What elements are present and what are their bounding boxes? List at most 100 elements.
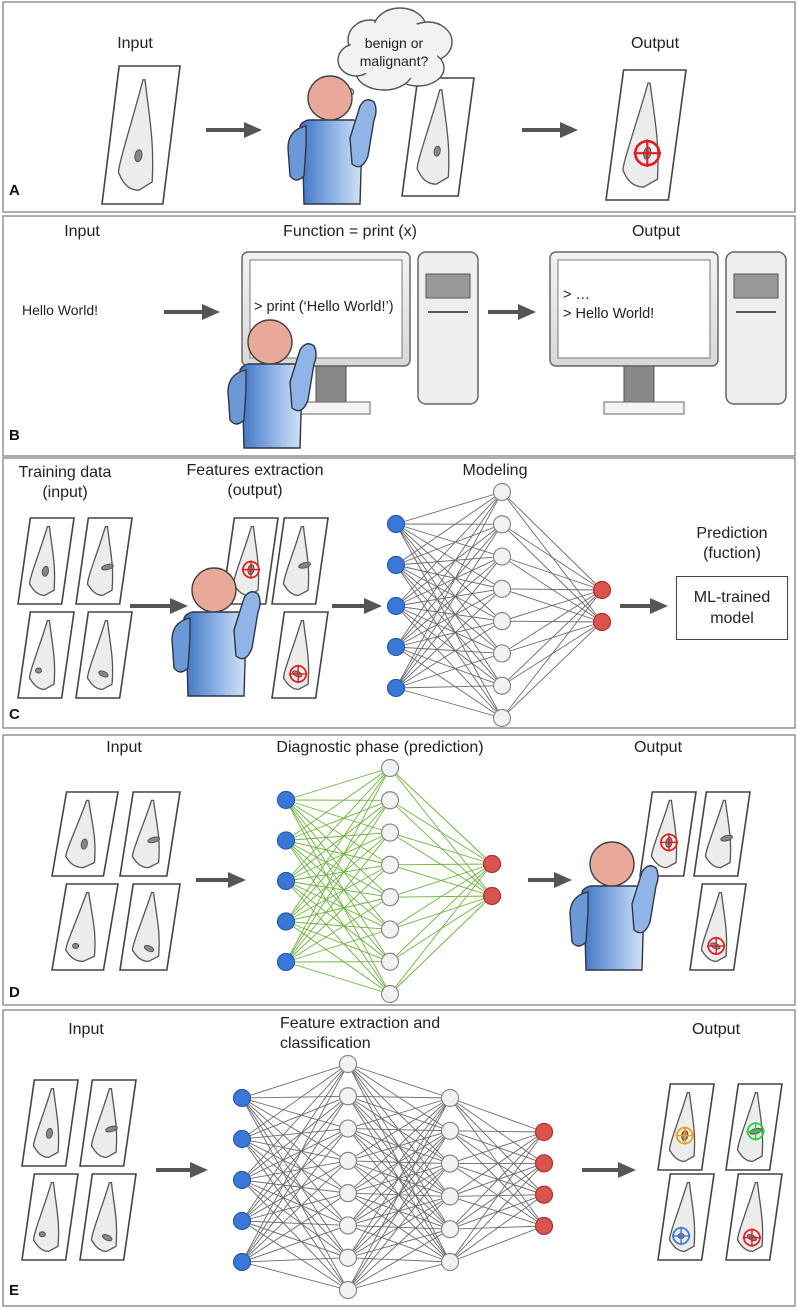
panel-b-output-label: Output (631, 223, 681, 240)
network-node (592, 612, 612, 632)
person-head (247, 319, 293, 365)
network-node (338, 1184, 358, 1203)
thought-text-line2: malignant? (359, 53, 429, 69)
panel-b-letter: B (9, 427, 20, 444)
network-node (232, 1088, 252, 1108)
lesion (105, 1125, 118, 1133)
arrow (130, 598, 188, 614)
network-node (534, 1185, 554, 1204)
modeling-label: Modeling (462, 462, 528, 479)
mammogram-card (21, 1079, 79, 1167)
network-node (592, 580, 612, 600)
network-node (380, 888, 400, 907)
person-figure (287, 75, 377, 205)
network-node (482, 854, 502, 874)
network-diagnostic-nodes (276, 758, 502, 1004)
network-node (492, 547, 512, 566)
network-node (338, 1054, 358, 1074)
network-node (380, 791, 400, 810)
mammogram-card (693, 791, 751, 877)
arrow (332, 598, 382, 614)
panel-b-function-label: Function = print (x) (283, 223, 417, 240)
network-node (338, 1216, 358, 1235)
network-node (440, 1220, 460, 1239)
mammogram-card (725, 1083, 783, 1171)
network-node (276, 871, 296, 891)
lesion (45, 1127, 53, 1139)
panel-a-input-label: Input (117, 35, 153, 52)
person-figure (227, 319, 317, 449)
network-node (386, 678, 406, 698)
lesion (433, 145, 441, 157)
mammogram-card (271, 611, 329, 699)
network-node (276, 912, 296, 931)
network-node (492, 612, 512, 631)
mammogram-card (101, 65, 181, 205)
network-node (534, 1216, 554, 1236)
mammogram-card (119, 883, 181, 971)
network-node (232, 1211, 252, 1231)
screen-code-print: > print (‘Hello World!’) (254, 299, 394, 315)
feature-classification-label-line1: Feature extraction and (280, 1015, 441, 1032)
network-node (440, 1121, 460, 1140)
arrow (488, 304, 536, 320)
network-node (338, 1248, 358, 1267)
network-node (232, 1129, 252, 1149)
lesion (38, 1231, 46, 1238)
panel-c-letter: C (9, 706, 20, 723)
mammogram-card (657, 1173, 715, 1261)
panel-d-letter: D (9, 984, 20, 1001)
network-node (386, 514, 406, 534)
network-node (276, 831, 296, 850)
panel-d-output-label: Output (633, 739, 683, 756)
network-node (386, 637, 406, 657)
panel-c-frame (2, 457, 796, 729)
mammogram-card (51, 791, 119, 877)
prediction-label-line1: Prediction (696, 525, 768, 542)
panel-e-output-label: Output (691, 1021, 741, 1038)
mammogram-card (51, 883, 119, 971)
network-node (276, 790, 296, 810)
network-node (232, 1252, 252, 1272)
lesion (35, 667, 43, 674)
panel-b-input-label: Input (64, 223, 100, 240)
mammogram-card (79, 1173, 137, 1261)
arrow (522, 122, 578, 138)
network-node (380, 952, 400, 971)
mammogram-card (119, 791, 181, 877)
arrow (620, 598, 668, 614)
panel-e-input-label: Input (68, 1021, 104, 1038)
network-modeling-edges (395, 491, 603, 719)
person-figure (171, 567, 261, 697)
network-node (276, 952, 296, 972)
network-node (338, 1119, 358, 1138)
mammogram-card (605, 69, 687, 201)
panel-a-output-label: Output (630, 35, 680, 52)
training-data-label-line1: Training data (18, 464, 112, 481)
panel-e-letter: E (9, 1282, 20, 1299)
mammogram-card (17, 611, 75, 699)
network-node (380, 920, 400, 939)
person-head (307, 75, 353, 121)
lesion (298, 561, 311, 569)
panel-d-input-label: Input (106, 739, 142, 756)
network-node (492, 644, 512, 663)
lesion (98, 670, 109, 678)
network-node (492, 708, 512, 728)
network-node (492, 515, 512, 534)
hello-world-input: Hello World! (22, 302, 98, 318)
network-node (386, 555, 406, 575)
network-diagnostic-edges (285, 767, 493, 995)
arrow (528, 872, 572, 888)
mammogram-card (689, 883, 747, 971)
lesion (102, 1234, 113, 1242)
network-node (380, 758, 400, 778)
lesion (41, 565, 49, 577)
mammogram-card (639, 791, 697, 877)
mammogram-card (75, 517, 133, 605)
arrow (582, 1162, 636, 1178)
mammogram-card (75, 611, 133, 699)
network-classification-edges (241, 1063, 545, 1291)
network-node (492, 676, 512, 695)
